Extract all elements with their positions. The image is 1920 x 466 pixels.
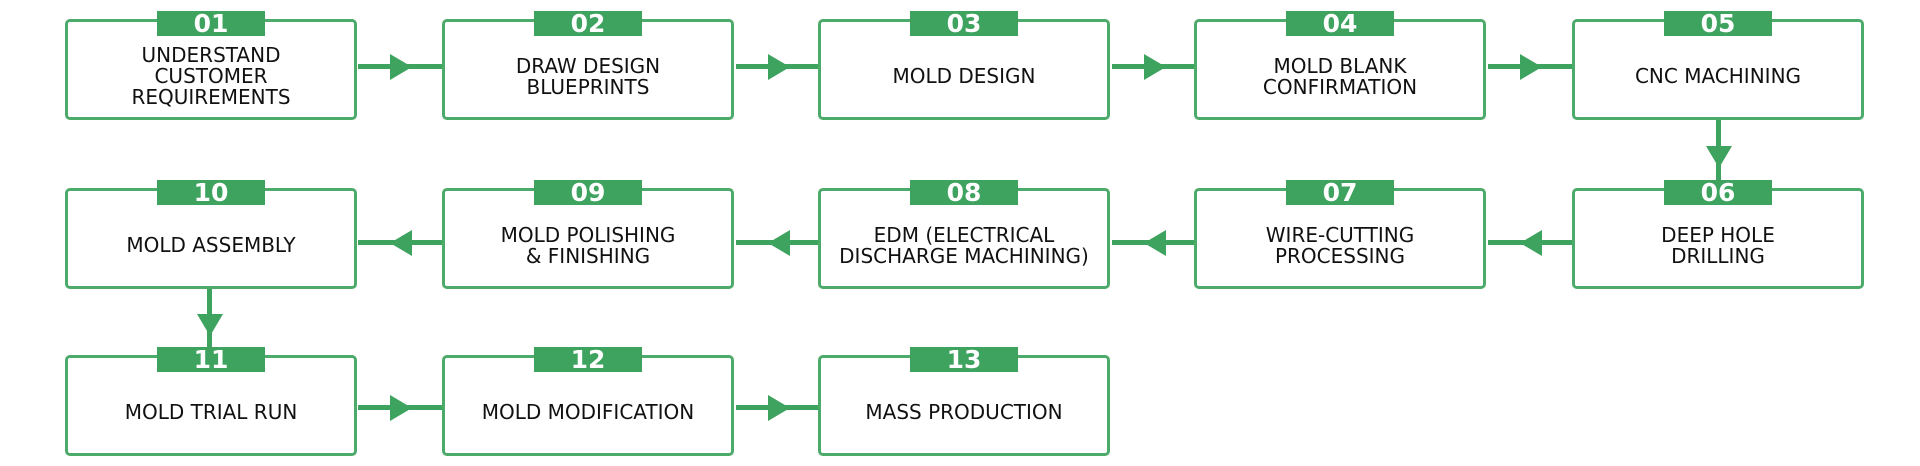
step-12-box: 12 MOLD MODIFICATION	[442, 347, 734, 456]
step-03-box: 03 MOLD DESIGN	[818, 11, 1110, 120]
arrowhead-02-03	[768, 54, 790, 80]
step-07-label: WIRE-CUTTING PROCESSING	[1265, 222, 1415, 268]
step-08-label: EDM (ELECTRICAL DISCHARGE MACHINING)	[839, 222, 1089, 268]
step-09-number: 09	[534, 180, 642, 205]
step-02-number: 02	[534, 11, 642, 36]
step-13-box: 13 MASS PRODUCTION	[818, 347, 1110, 456]
step-01-box: 01 UNDERSTAND CUSTOMER REQUIREMENTS	[65, 11, 357, 120]
step-05-label: CNC MACHINING	[1634, 64, 1802, 88]
step-08-box: 08 EDM (ELECTRICAL DISCHARGE MACHINING)	[818, 180, 1110, 289]
step-10-number: 10	[157, 180, 265, 205]
step-06-label: DEEP HOLE DRILLING	[1661, 222, 1775, 268]
arrowhead-06-07	[1520, 230, 1542, 256]
arrowhead-05-06	[1706, 146, 1732, 168]
arrowhead-07-08	[1144, 230, 1166, 256]
step-05-box: 05 CNC MACHINING	[1572, 11, 1864, 120]
step-04-label: MOLD BLANK CONFIRMATION	[1262, 53, 1418, 99]
step-04-box: 04 MOLD BLANK CONFIRMATION	[1194, 11, 1486, 120]
step-05-number: 05	[1664, 11, 1772, 36]
arrowhead-01-02	[390, 54, 412, 80]
step-11-box: 11 MOLD TRIAL RUN	[65, 347, 357, 456]
step-08-number: 08	[910, 180, 1018, 205]
step-03-label: MOLD DESIGN	[892, 64, 1036, 88]
step-01-label: UNDERSTAND CUSTOMER REQUIREMENTS	[131, 43, 291, 109]
step-09-box: 09 MOLD POLISHING & FINISHING	[442, 180, 734, 289]
step-10-label: MOLD ASSEMBLY	[126, 233, 296, 257]
step-13-number: 13	[910, 347, 1018, 372]
arrowhead-10-11	[197, 314, 223, 336]
step-12-number: 12	[534, 347, 642, 372]
arrowhead-09-10	[390, 230, 412, 256]
step-01-number: 01	[157, 11, 265, 36]
step-10-box: 10 MOLD ASSEMBLY	[65, 180, 357, 289]
arrowhead-11-12	[390, 395, 412, 421]
step-07-box: 07 WIRE-CUTTING PROCESSING	[1194, 180, 1486, 289]
arrowhead-03-04	[1144, 54, 1166, 80]
arrowhead-04-05	[1520, 54, 1542, 80]
step-06-box: 06 DEEP HOLE DRILLING	[1572, 180, 1864, 289]
step-04-number: 04	[1286, 11, 1394, 36]
arrowhead-12-13	[768, 395, 790, 421]
step-13-label: MASS PRODUCTION	[865, 400, 1063, 424]
step-12-label: MOLD MODIFICATION	[481, 400, 695, 424]
arrowhead-08-09	[768, 230, 790, 256]
step-07-number: 07	[1286, 180, 1394, 205]
step-11-number: 11	[157, 347, 265, 372]
step-09-label: MOLD POLISHING & FINISHING	[500, 222, 676, 268]
step-02-box: 02 DRAW DESIGN BLUEPRINTS	[442, 11, 734, 120]
step-06-number: 06	[1664, 180, 1772, 205]
step-03-number: 03	[910, 11, 1018, 36]
step-02-label: DRAW DESIGN BLUEPRINTS	[515, 53, 661, 99]
step-11-label: MOLD TRIAL RUN	[124, 400, 298, 424]
